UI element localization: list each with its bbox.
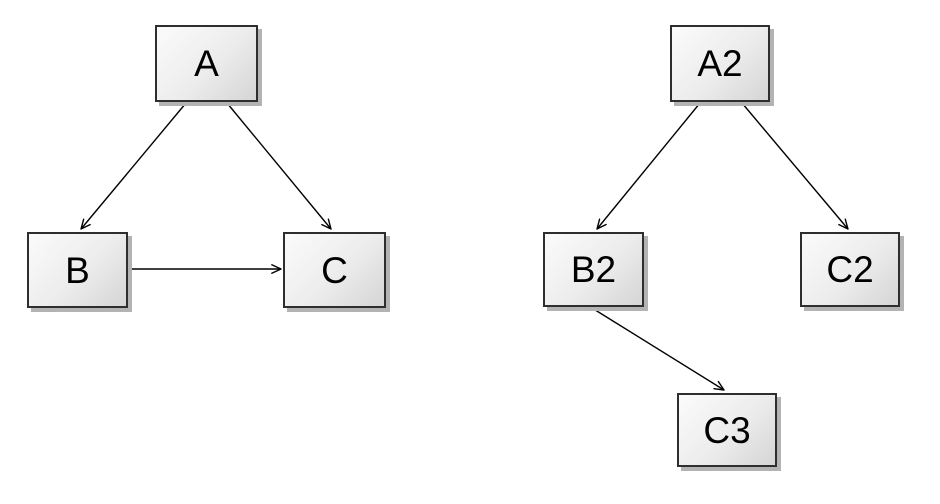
node-c3[interactable]: C3 <box>677 393 777 467</box>
node-a2[interactable]: A2 <box>670 25 770 102</box>
node-label-a: A <box>194 43 219 84</box>
edge-group <box>80 102 849 391</box>
node-label-c2: C2 <box>826 249 874 290</box>
node-label-c: C <box>321 249 348 291</box>
node-b[interactable]: B <box>27 232 128 308</box>
node-label-c3: C3 <box>703 409 751 451</box>
edge-b2-c3[interactable] <box>591 307 725 391</box>
edge-a2-c2[interactable] <box>741 102 849 230</box>
node-c2[interactable]: C2 <box>800 232 900 307</box>
edge-a-b[interactable] <box>80 102 187 230</box>
node-label-b2: B2 <box>570 249 617 290</box>
node-c[interactable]: C <box>283 232 386 308</box>
node-b2[interactable]: B2 <box>543 232 644 307</box>
node-label-a2: A2 <box>697 43 743 84</box>
edge-a-c[interactable] <box>226 102 332 230</box>
edge-a2-b2[interactable] <box>596 102 701 230</box>
node-label-b: B <box>65 249 90 291</box>
node-a[interactable]: A <box>155 25 258 102</box>
